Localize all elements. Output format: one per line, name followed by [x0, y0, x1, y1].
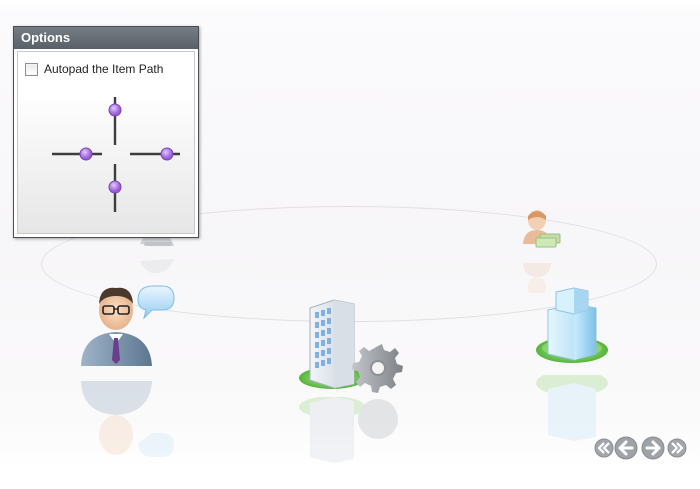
person-sitting-reflection: [136, 252, 178, 281]
carousel-item-glass-tower[interactable]: [534, 284, 614, 370]
person-money-icon: [523, 210, 561, 248]
previous-item-button[interactable]: [614, 436, 638, 460]
next-item-button[interactable]: [641, 436, 665, 460]
person-headset-icon: [81, 285, 175, 366]
bottom-padding-handle[interactable]: [108, 180, 122, 194]
options-panel-body: Autopad the Item Path: [17, 51, 195, 234]
options-panel-title: Options: [14, 27, 198, 49]
autopad-checkbox[interactable]: [25, 62, 38, 76]
office-building-gear-icon: [299, 299, 403, 393]
carousel-item-person-headset[interactable]: [78, 280, 178, 372]
options-panel: Options Autopad the Item Path: [13, 26, 199, 238]
person-headset-reflection: [78, 372, 178, 457]
person-money-reflection: [518, 252, 564, 297]
right-arrow-icon: [641, 436, 665, 460]
carousel-navigation: [594, 436, 688, 460]
carousel-item-office-building[interactable]: [298, 296, 403, 394]
top-padding-handle[interactable]: [108, 103, 122, 117]
carousel-item-person-money[interactable]: [518, 208, 564, 250]
left-padding-handle[interactable]: [79, 147, 93, 161]
glass-tower-reflection: [534, 370, 614, 445]
autopad-label: Autopad the Item Path: [44, 62, 164, 76]
padding-sliders: [52, 97, 180, 212]
autopad-option[interactable]: Autopad the Item Path: [25, 61, 163, 77]
glass-tower-icon: [536, 287, 608, 363]
right-padding-handle[interactable]: [160, 147, 174, 161]
double-left-arrow-icon: [594, 438, 614, 458]
left-arrow-icon: [614, 436, 638, 460]
last-item-button[interactable]: [667, 438, 687, 458]
first-item-button[interactable]: [594, 438, 614, 458]
double-right-arrow-icon: [667, 438, 687, 458]
office-building-reflection: [298, 392, 402, 463]
